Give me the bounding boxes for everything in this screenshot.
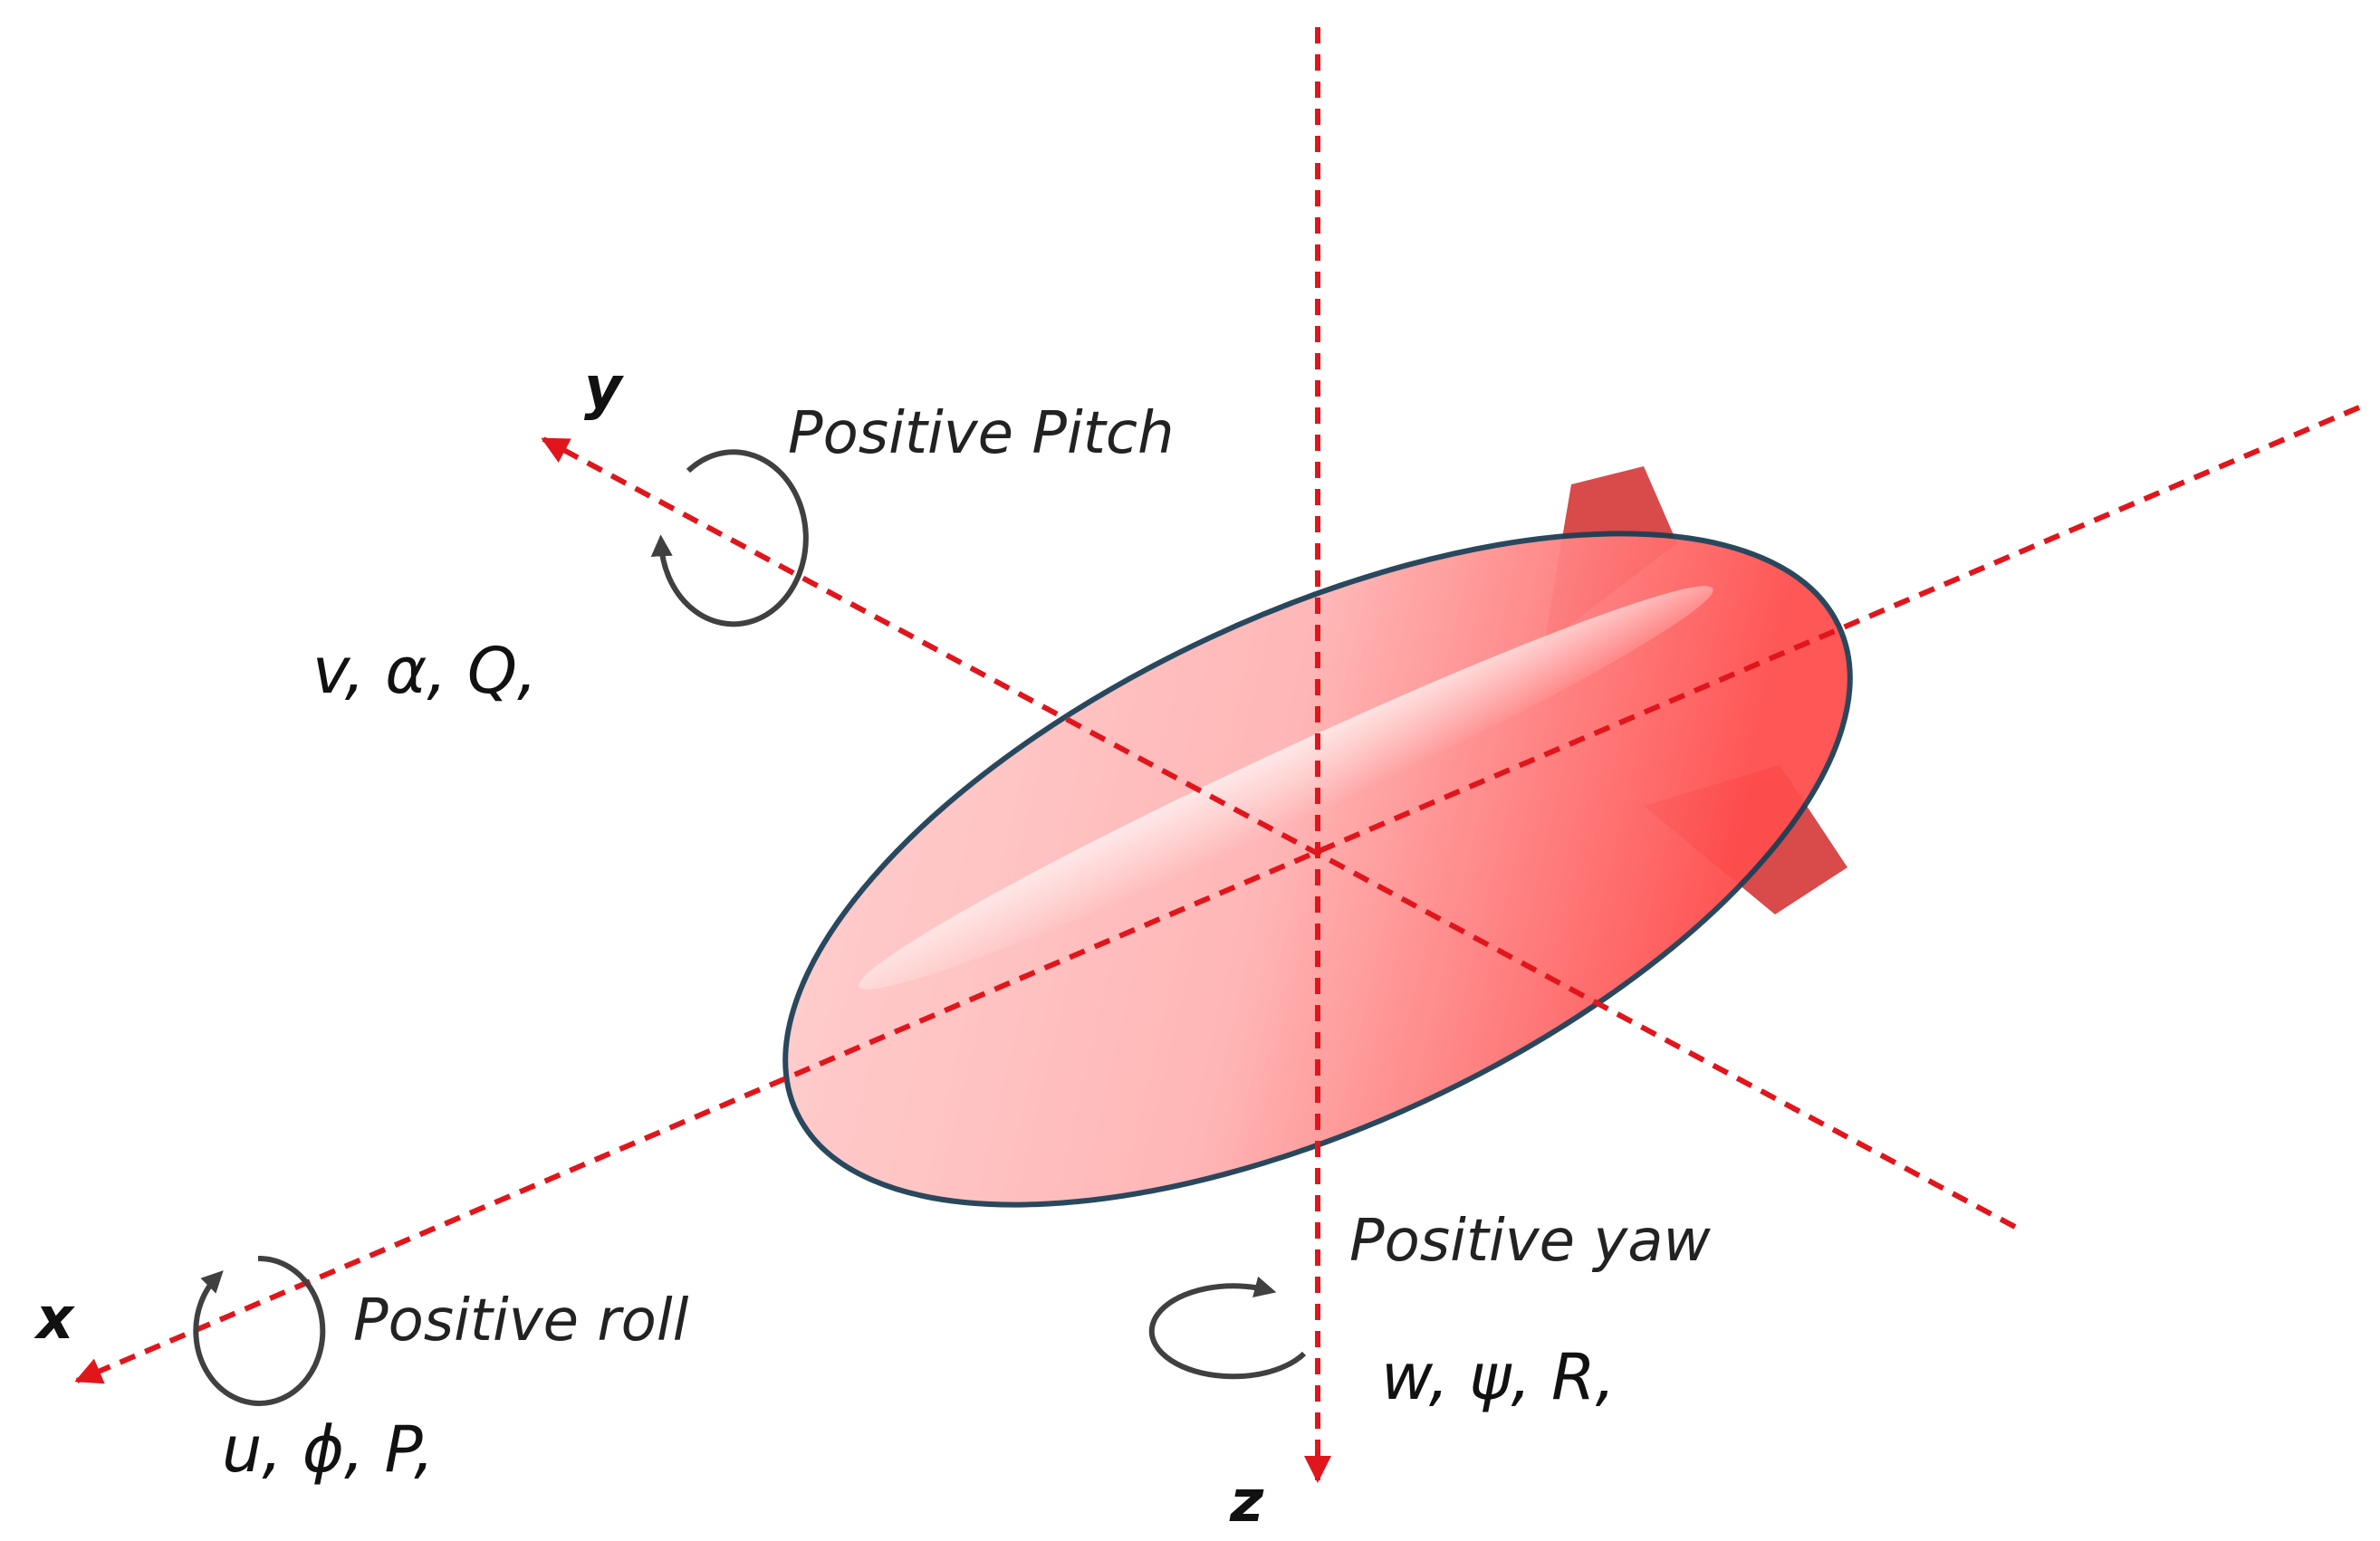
axes <box>74 27 2361 1483</box>
y-axis-label: y <box>584 355 624 422</box>
rotation-arrows <box>193 449 1307 1406</box>
z-axis-label: z <box>1229 1469 1264 1536</box>
yaw-variables: w, ψ, R, <box>1381 1340 1616 1414</box>
roll-caption: Positive roll <box>353 1287 689 1354</box>
rotation-arrow-icon <box>1148 1276 1307 1380</box>
x-axis-line <box>74 405 2361 1384</box>
hull-highlight <box>859 586 1713 990</box>
yaw-caption: Positive yaw <box>1349 1208 1711 1275</box>
rotation-arrow-icon <box>193 1255 326 1406</box>
pitch-caption: Positive Pitch <box>788 400 1175 467</box>
x-axis-label: x <box>34 1286 75 1353</box>
rotation-arrow-icon <box>650 449 809 627</box>
pitch-variables: v, α, Q, <box>312 634 537 708</box>
roll-variables: u, ϕ, P, <box>222 1412 434 1487</box>
y-axis-line <box>541 436 2017 1230</box>
